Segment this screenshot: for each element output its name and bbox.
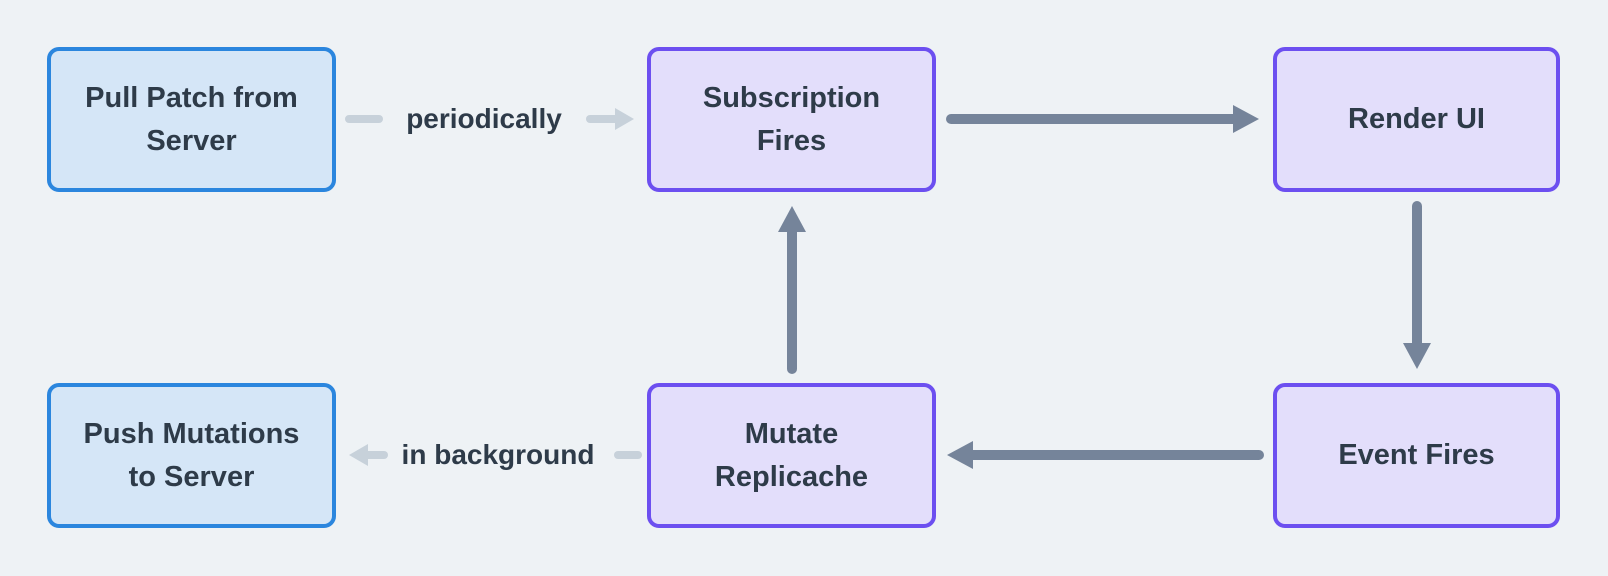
node-label-line: Replicache: [714, 460, 869, 493]
edge-mutate-to-subscription: [778, 206, 806, 374]
arrowhead-up-icon: [778, 206, 806, 232]
node-mutate-replicache: Mutate Replicache: [647, 383, 936, 528]
arrowhead-left-icon: [349, 444, 368, 466]
node-label-line: Fires: [756, 124, 827, 157]
arrowhead-left-icon: [947, 441, 973, 469]
node-label-line: Render UI: [1348, 103, 1485, 136]
node-label-line: to Server: [128, 460, 255, 493]
node-subscription-fires: Subscription Fires: [647, 47, 936, 192]
arrowhead-down-icon: [1403, 343, 1431, 369]
edge-label-periodically: periodically: [406, 103, 562, 134]
arrowhead-right-icon: [1233, 105, 1259, 133]
node-label-line: Mutate: [744, 417, 839, 450]
node-label-line: Pull Patch from: [85, 81, 298, 114]
edge-mutate-to-push: [349, 444, 642, 466]
edge-subscription-to-render: [946, 105, 1259, 133]
node-label-line: Push Mutations: [83, 417, 300, 450]
edge-label-in-background: in background: [401, 439, 595, 470]
node-label-line: Subscription: [702, 81, 881, 114]
node-render-ui: Render UI: [1273, 47, 1560, 192]
edge-render-to-event: [1403, 201, 1431, 369]
edge-pull-to-subscription: [345, 108, 634, 130]
edge-event-to-mutate: [947, 441, 1264, 469]
arrowhead-right-icon: [615, 108, 634, 130]
node-label-line: Event Fires: [1338, 439, 1495, 472]
node-push-mutations-to-server: Push Mutations to Server: [47, 383, 336, 528]
node-event-fires: Event Fires: [1273, 383, 1560, 528]
node-pull-patch-from-server: Pull Patch from Server: [47, 47, 336, 192]
node-label-line: Server: [146, 124, 237, 157]
